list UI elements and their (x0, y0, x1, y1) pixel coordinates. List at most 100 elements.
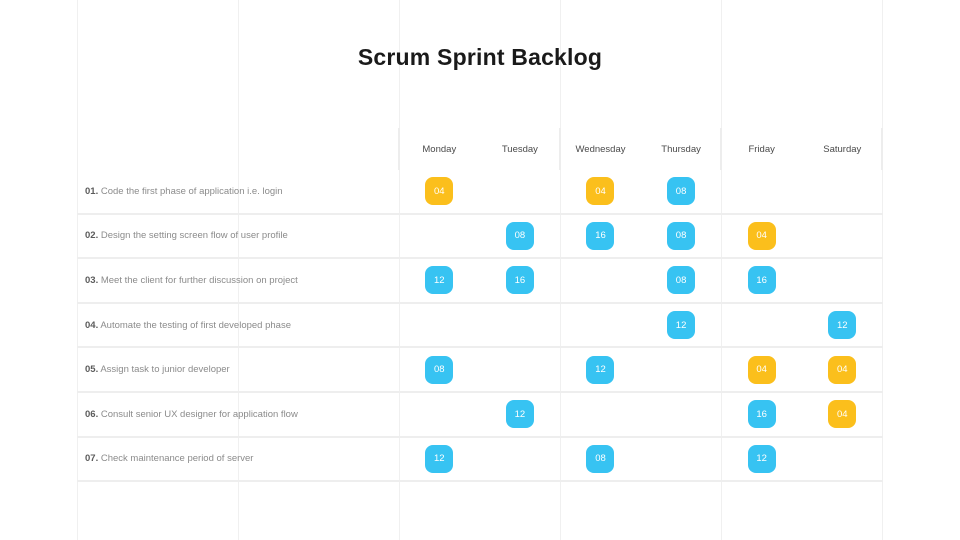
page-title: Scrum Sprint Backlog (357, 44, 603, 70)
header-tick-3 (720, 128, 722, 170)
day-cell-wednesday (560, 266, 641, 294)
day-cell-thursday: 08 (641, 221, 722, 250)
sprint-backlog-table: Monday Tuesday Wednesday Thursday Friday… (77, 128, 883, 483)
day-cell-tuesday (480, 445, 561, 473)
task-text: Consult senior UX designer for applicati… (98, 408, 298, 420)
day-cell-saturday (802, 266, 883, 294)
task-label-cell: 05. Assign task to junior developer (77, 364, 399, 375)
hours-badge[interactable]: 12 (505, 400, 534, 429)
table-row: 02. Design the setting screen flow of us… (77, 215, 883, 260)
header-tick-1 (398, 128, 400, 170)
empty-slot (506, 356, 534, 384)
day-cell-friday: 04 (721, 355, 802, 384)
empty-slot (828, 445, 856, 473)
hours-badge[interactable]: 16 (747, 400, 776, 429)
hours-badge[interactable]: 04 (425, 177, 454, 206)
task-number: 01. (85, 185, 99, 197)
table-row: 01. Code the first phase of application … (77, 170, 883, 215)
hours-badge[interactable]: 04 (747, 221, 776, 250)
hours-badge[interactable]: 16 (747, 266, 776, 295)
day-cell-monday: 04 (399, 177, 480, 206)
hours-badge[interactable]: 08 (425, 355, 454, 384)
task-label-cell: 07. Check maintenance period of server (77, 453, 399, 464)
empty-slot (506, 177, 534, 205)
empty-slot (425, 222, 453, 250)
task-text: Code the first phase of application i.e.… (98, 185, 283, 197)
hours-badge[interactable]: 12 (828, 311, 857, 340)
task-text: Check maintenance period of server (98, 453, 254, 465)
column-header-saturday: Saturday (802, 144, 883, 155)
day-cell-thursday: 08 (641, 266, 722, 295)
hours-badge[interactable]: 08 (667, 177, 696, 206)
hours-badge[interactable]: 16 (505, 266, 534, 295)
day-cell-saturday: 12 (802, 311, 883, 340)
hours-badge[interactable]: 08 (667, 221, 696, 250)
day-cell-saturday (802, 177, 883, 205)
hours-badge[interactable]: 04 (586, 177, 615, 206)
column-header-label: Monday (422, 143, 457, 155)
task-label-cell: 03. Meet the client for further discussi… (77, 275, 399, 286)
empty-slot (748, 177, 776, 205)
day-cell-thursday (641, 400, 722, 428)
day-cell-wednesday: 12 (560, 355, 641, 384)
empty-slot (586, 311, 614, 339)
hours-badge[interactable]: 12 (747, 444, 776, 473)
header-tick-2 (559, 128, 561, 170)
day-cell-friday: 16 (721, 400, 802, 429)
empty-slot (667, 400, 695, 428)
task-number: 02. (85, 230, 99, 242)
empty-slot (828, 222, 856, 250)
hours-badge[interactable]: 04 (828, 355, 857, 384)
empty-slot (667, 356, 695, 384)
column-header-thursday: Thursday (641, 144, 722, 155)
day-cell-tuesday (480, 356, 561, 384)
day-cell-tuesday: 08 (480, 221, 561, 250)
column-header-label: Thursday (661, 143, 701, 155)
task-label-cell: 01. Code the first phase of application … (77, 186, 399, 197)
column-header-monday: Monday (399, 144, 480, 155)
task-label-cell: 06. Consult senior UX designer for appli… (77, 409, 399, 420)
hours-badge[interactable]: 12 (667, 311, 696, 340)
hours-badge[interactable]: 12 (586, 355, 615, 384)
day-cell-thursday: 08 (641, 177, 722, 206)
day-cell-tuesday: 12 (480, 400, 561, 429)
day-cell-wednesday (560, 400, 641, 428)
task-label-cell: 02. Design the setting screen flow of us… (77, 230, 399, 241)
table-row: 04. Automate the testing of first develo… (77, 304, 883, 349)
day-cell-monday: 12 (399, 444, 480, 473)
task-number: 04. (85, 319, 99, 331)
task-number: 03. (85, 274, 99, 286)
empty-slot (506, 311, 534, 339)
day-cell-wednesday: 16 (560, 221, 641, 250)
column-header-tuesday: Tuesday (480, 144, 561, 155)
hours-badge[interactable]: 08 (586, 444, 615, 473)
day-cell-tuesday (480, 177, 561, 205)
hours-badge[interactable]: 12 (425, 444, 454, 473)
column-header-wednesday: Wednesday (560, 144, 641, 155)
hours-badge[interactable]: 04 (747, 355, 776, 384)
day-cell-monday (399, 311, 480, 339)
task-number: 05. (85, 364, 99, 376)
table-row: 03. Meet the client for further discussi… (77, 259, 883, 304)
hours-badge[interactable]: 04 (828, 400, 857, 429)
header-tick-4 (881, 128, 883, 170)
empty-slot (425, 400, 453, 428)
empty-slot (748, 311, 776, 339)
day-cell-wednesday (560, 311, 641, 339)
day-cell-wednesday: 04 (560, 177, 641, 206)
table-row: 07. Check maintenance period of server 12… (77, 438, 883, 483)
day-cell-saturday: 04 (802, 355, 883, 384)
day-cell-friday: 12 (721, 444, 802, 473)
empty-slot (506, 445, 534, 473)
empty-slot (425, 311, 453, 339)
table-row: 06. Consult senior UX designer for appli… (77, 393, 883, 438)
day-cell-thursday: 12 (641, 311, 722, 340)
day-cell-friday: 04 (721, 221, 802, 250)
day-cell-monday: 08 (399, 355, 480, 384)
hours-badge[interactable]: 08 (505, 221, 534, 250)
day-cell-thursday (641, 356, 722, 384)
hours-badge[interactable]: 16 (586, 221, 615, 250)
day-cell-monday (399, 222, 480, 250)
hours-badge[interactable]: 12 (425, 266, 454, 295)
hours-badge[interactable]: 08 (667, 266, 696, 295)
